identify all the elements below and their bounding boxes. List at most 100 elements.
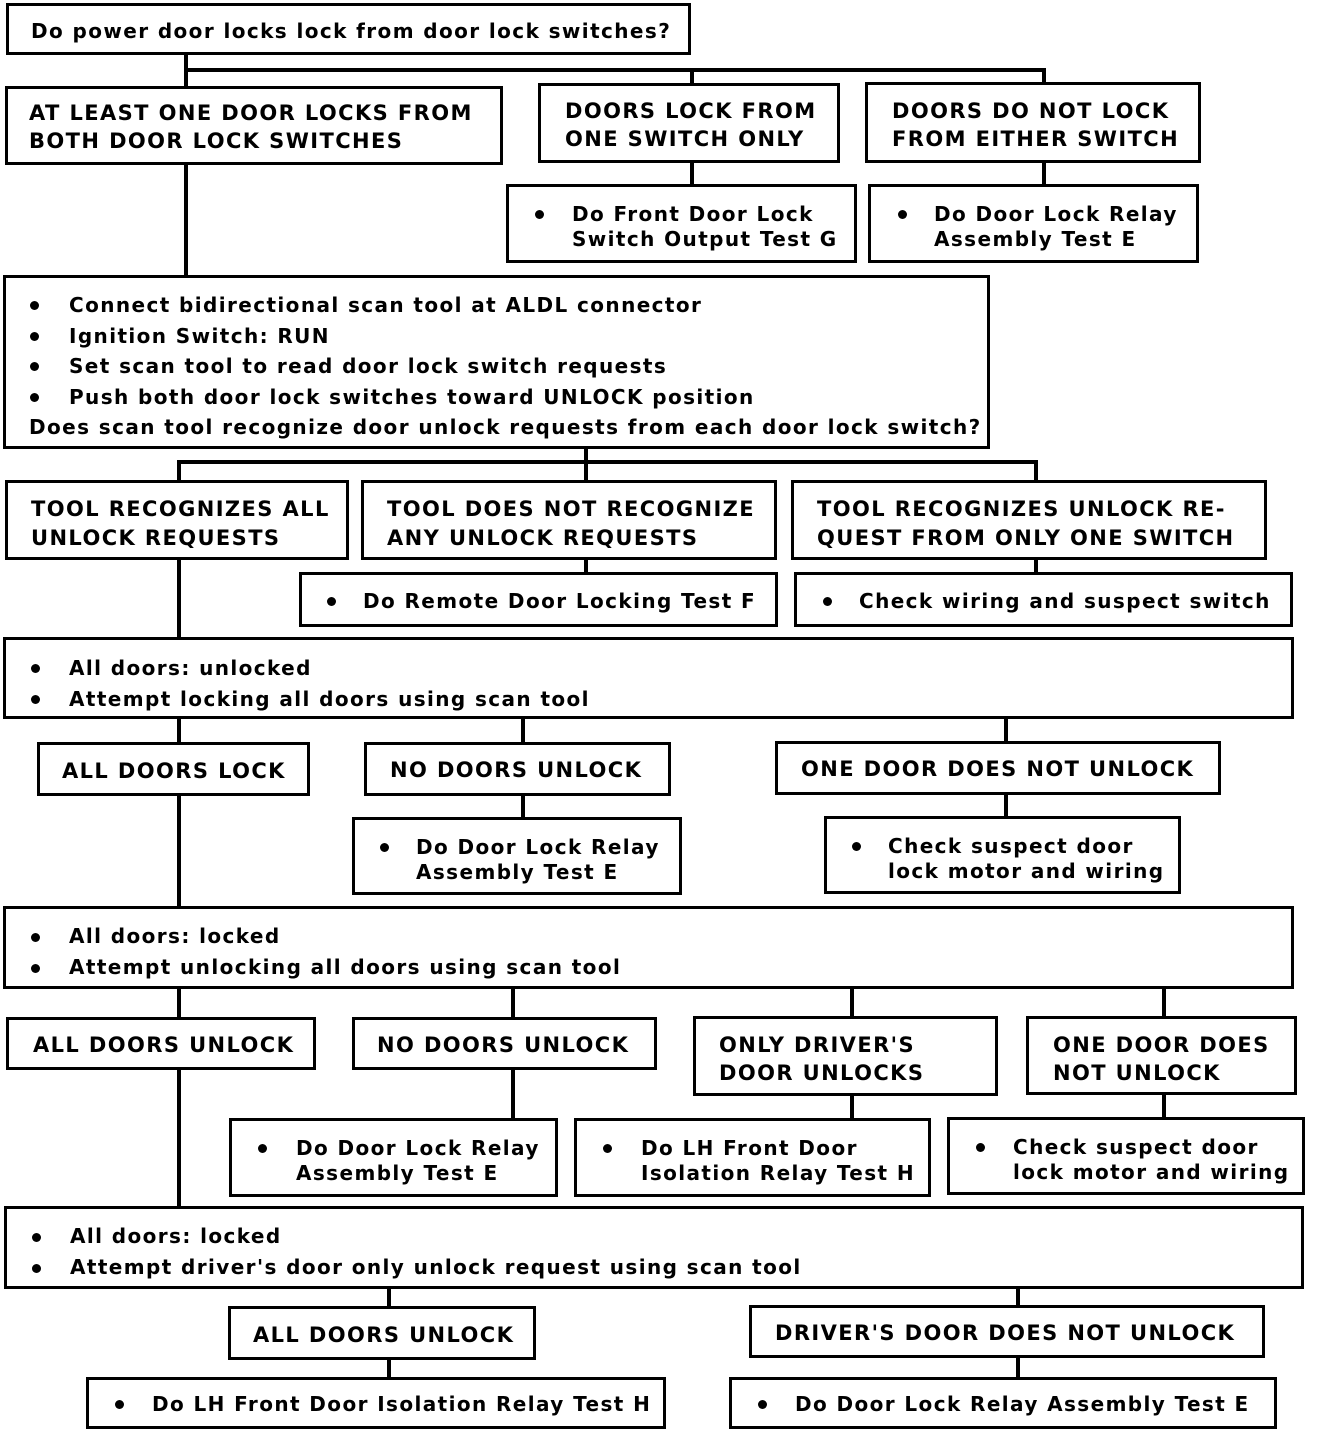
doors-lock-one-switch-box: DOORS LOCK FROM ONE SWITCH ONLY <box>538 83 840 163</box>
doors-do-not-lock-line2: FROM EITHER SWITCH <box>892 127 1180 151</box>
step1-bullet-4: Push both door lock switches toward UNLO… <box>69 385 755 409</box>
attempt-unlocking-box: All doors: locked Attempt unlocking all … <box>3 906 1294 989</box>
start-question-text: Do power door locks lock from door lock … <box>31 19 672 43</box>
bullet-icon <box>535 210 544 219</box>
tool-recognizes-one-switch-box: TOOL RECOGNIZES UNLOCK RE- QUEST FROM ON… <box>791 480 1267 560</box>
door-lock-relay-test-e-2-line2: Assembly Test E <box>416 860 619 884</box>
door-lock-relay-test-e-4-text: Do Door Lock Relay Assembly Test E <box>795 1392 1250 1416</box>
check-suspect-door-box-1: Check suspect door lock motor and wiring <box>824 816 1181 894</box>
bullet-icon <box>852 842 861 851</box>
at-least-one-door-locks-line1: AT LEAST ONE DOOR LOCKS FROM <box>29 101 473 125</box>
bullet-icon <box>30 362 39 371</box>
tool-recognizes-all-line1: TOOL RECOGNIZES ALL <box>31 497 330 521</box>
step2-bullet-1: All doors: unlocked <box>69 656 312 680</box>
step3-bullet-1: All doors: locked <box>69 924 281 948</box>
doors-lock-one-switch-line1: DOORS LOCK FROM <box>565 99 817 123</box>
door-lock-relay-test-e-2-line1: Do Door Lock Relay <box>416 835 660 859</box>
lh-front-door-relay-test-h-1-line1: Do LH Front Door <box>641 1136 858 1160</box>
lh-front-door-relay-test-h-box-1: Do LH Front Door Isolation Relay Test H <box>574 1118 931 1197</box>
bullet-icon <box>115 1400 124 1409</box>
bullet-icon <box>603 1144 612 1153</box>
only-drivers-door-unlocks-line1: ONLY DRIVER'S <box>719 1033 915 1057</box>
bullet-icon <box>327 597 336 606</box>
door-lock-relay-test-e-box-2: Do Door Lock Relay Assembly Test E <box>352 817 682 895</box>
no-doors-unlock-box-1: NO DOORS UNLOCK <box>364 742 671 796</box>
bullet-icon <box>823 597 832 606</box>
one-door-does-not-unlock-box-2: ONE DOOR DOES NOT UNLOCK <box>1026 1016 1297 1095</box>
step4-bullet-2: Attempt driver's door only unlock reques… <box>70 1255 802 1279</box>
door-lock-relay-test-e-1-line1: Do Door Lock Relay <box>934 202 1178 226</box>
door-lock-relay-test-e-box-1: Do Door Lock Relay Assembly Test E <box>868 184 1199 263</box>
bullet-icon <box>31 695 40 704</box>
bullet-icon <box>32 1233 41 1242</box>
tool-does-not-recognize-line2: ANY UNLOCK REQUESTS <box>387 526 699 550</box>
all-doors-unlock-box-1: ALL DOORS UNLOCK <box>6 1017 316 1070</box>
all-doors-unlock-2-text: ALL DOORS UNLOCK <box>253 1323 515 1347</box>
attempt-locking-box: All doors: unlocked Attempt locking all … <box>3 637 1294 719</box>
door-lock-relay-test-e-box-4: Do Door Lock Relay Assembly Test E <box>729 1377 1277 1429</box>
tool-recognizes-all-line2: UNLOCK REQUESTS <box>31 526 281 550</box>
one-door-does-not-unlock-2-line2: NOT UNLOCK <box>1053 1061 1221 1085</box>
all-doors-unlock-box-2: ALL DOORS UNLOCK <box>228 1306 536 1360</box>
step1-bullet-3: Set scan tool to read door lock switch r… <box>69 354 668 378</box>
attempt-drivers-unlock-box: All doors: locked Attempt driver's door … <box>4 1206 1304 1289</box>
bullet-icon <box>32 1264 41 1273</box>
doors-lock-one-switch-line2: ONE SWITCH ONLY <box>565 127 805 151</box>
step4-bullet-1: All doors: locked <box>70 1224 282 1248</box>
tool-does-not-recognize-box: TOOL DOES NOT RECOGNIZE ANY UNLOCK REQUE… <box>361 480 777 560</box>
bullet-icon <box>898 210 907 219</box>
step2-bullet-2: Attempt locking all doors using scan too… <box>69 687 590 711</box>
scan-tool-setup-box: Connect bidirectional scan tool at ALDL … <box>3 275 990 449</box>
bullet-icon <box>380 843 389 852</box>
check-suspect-door-1-line2: lock motor and wiring <box>888 859 1165 883</box>
bullet-icon <box>30 393 39 402</box>
one-door-does-not-unlock-box-1: ONE DOOR DOES NOT UNLOCK <box>775 741 1221 795</box>
bullet-icon <box>258 1144 267 1153</box>
bullet-icon <box>31 664 40 673</box>
no-doors-unlock-2-text: NO DOORS UNLOCK <box>377 1033 630 1057</box>
bullet-icon <box>976 1143 985 1152</box>
front-door-lock-test-g-line1: Do Front Door Lock <box>572 202 814 226</box>
step1-bullet-2: Ignition Switch: RUN <box>69 324 330 348</box>
all-doors-lock-box: ALL DOORS LOCK <box>37 742 310 796</box>
doors-do-not-lock-line1: DOORS DO NOT LOCK <box>892 99 1170 123</box>
remote-door-locking-test-f-box: Do Remote Door Locking Test F <box>299 572 778 627</box>
no-doors-unlock-box-2: NO DOORS UNLOCK <box>352 1017 657 1070</box>
door-lock-relay-test-e-3-line1: Do Door Lock Relay <box>296 1136 540 1160</box>
front-door-lock-test-g-line2: Switch Output Test G <box>572 227 838 251</box>
front-door-lock-test-g-box: Do Front Door Lock Switch Output Test G <box>506 184 857 263</box>
drivers-door-does-not-unlock-box: DRIVER'S DOOR DOES NOT UNLOCK <box>749 1305 1265 1358</box>
one-door-does-not-unlock-2-line1: ONE DOOR DOES <box>1053 1033 1270 1057</box>
only-drivers-door-unlocks-line2: DOOR UNLOCKS <box>719 1061 925 1085</box>
at-least-one-door-locks-line2: BOTH DOOR LOCK SWITCHES <box>29 129 404 153</box>
bullet-icon <box>31 964 40 973</box>
at-least-one-door-locks-box: AT LEAST ONE DOOR LOCKS FROM BOTH DOOR L… <box>5 86 503 165</box>
step1-bullet-1: Connect bidirectional scan tool at ALDL … <box>69 293 703 317</box>
start-question-box: Do power door locks lock from door lock … <box>6 3 691 55</box>
lh-front-door-relay-test-h-1-line2: Isolation Relay Test H <box>641 1161 916 1185</box>
check-suspect-door-2-line1: Check suspect door <box>1013 1135 1259 1159</box>
bullet-icon <box>758 1400 767 1409</box>
door-lock-relay-test-e-1-line2: Assembly Test E <box>934 227 1137 251</box>
bullet-icon <box>30 332 39 341</box>
all-doors-lock-text: ALL DOORS LOCK <box>62 759 286 783</box>
tool-recognizes-one-switch-line2: QUEST FROM ONLY ONE SWITCH <box>817 526 1235 550</box>
tool-does-not-recognize-line1: TOOL DOES NOT RECOGNIZE <box>387 497 756 521</box>
drivers-door-does-not-unlock-text: DRIVER'S DOOR DOES NOT UNLOCK <box>775 1321 1236 1345</box>
remote-door-locking-test-f-text: Do Remote Door Locking Test F <box>363 589 757 613</box>
step3-bullet-2: Attempt unlocking all doors using scan t… <box>69 955 622 979</box>
tool-recognizes-all-box: TOOL RECOGNIZES ALL UNLOCK REQUESTS <box>5 480 349 560</box>
check-suspect-door-2-line2: lock motor and wiring <box>1013 1160 1290 1184</box>
doors-do-not-lock-box: DOORS DO NOT LOCK FROM EITHER SWITCH <box>865 82 1201 163</box>
all-doors-unlock-1-text: ALL DOORS UNLOCK <box>33 1033 295 1057</box>
check-suspect-door-box-2: Check suspect door lock motor and wiring <box>947 1117 1305 1195</box>
step1-question: Does scan tool recognize door unlock req… <box>29 415 982 439</box>
one-door-does-not-unlock-1-text: ONE DOOR DOES NOT UNLOCK <box>801 757 1195 781</box>
bullet-icon <box>31 933 40 942</box>
only-drivers-door-unlocks-box: ONLY DRIVER'S DOOR UNLOCKS <box>693 1016 998 1096</box>
check-wiring-switch-text: Check wiring and suspect switch <box>859 589 1271 613</box>
door-lock-relay-test-e-box-3: Do Door Lock Relay Assembly Test E <box>229 1118 558 1197</box>
lh-front-door-relay-test-h-box-2: Do LH Front Door Isolation Relay Test H <box>86 1377 666 1429</box>
door-lock-relay-test-e-3-line2: Assembly Test E <box>296 1161 499 1185</box>
no-doors-unlock-1-text: NO DOORS UNLOCK <box>390 758 643 782</box>
